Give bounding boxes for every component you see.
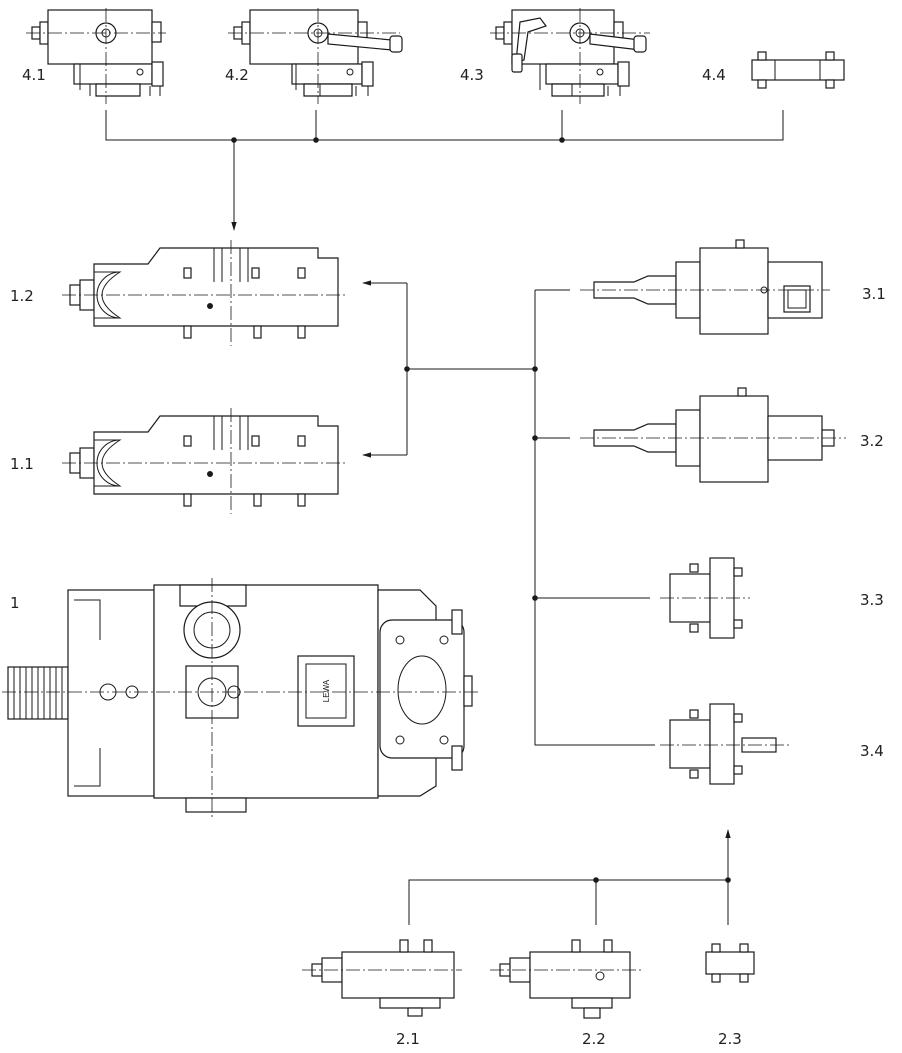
cover-3-4: [660, 703, 790, 785]
label-4-4: 4.4: [702, 66, 726, 84]
label-2-1: 2.1: [396, 1030, 420, 1048]
label-4-3: 4.3: [460, 66, 484, 84]
valve-2-1: [302, 939, 462, 1017]
control-module-4-3: [490, 8, 650, 104]
label-4-1: 4.1: [22, 66, 46, 84]
actuator-3-2: [580, 387, 846, 483]
label-1-1: 1.1: [10, 455, 34, 473]
valve-body-1-1: [62, 408, 345, 514]
main-pump-1: LEWA: [2, 578, 478, 820]
label-1: 1: [10, 594, 20, 612]
valve-body-1-2: [62, 240, 345, 346]
label-3-2: 3.2: [860, 432, 884, 450]
connector-lines-bottom: [408, 829, 731, 925]
cover-plate-4-4: [751, 51, 845, 89]
pump-nameplate-text: LEWA: [322, 679, 331, 702]
label-2-2: 2.2: [582, 1030, 606, 1048]
connector-lines-top: [105, 110, 784, 231]
cover-3-3: [660, 557, 750, 639]
label-4-2: 4.2: [225, 66, 249, 84]
label-3-4: 3.4: [860, 742, 884, 760]
label-3-3: 3.3: [860, 591, 884, 609]
control-module-4-2: [228, 8, 403, 104]
actuator-3-1: [580, 239, 830, 335]
label-3-1: 3.1: [862, 285, 886, 303]
label-2-3: 2.3: [718, 1030, 742, 1048]
connector-lines-middle: [362, 280, 655, 746]
valve-2-2: [490, 939, 642, 1019]
control-module-4-1: [26, 8, 166, 104]
label-1-2: 1.2: [10, 287, 34, 305]
plate-2-3: [705, 943, 755, 983]
